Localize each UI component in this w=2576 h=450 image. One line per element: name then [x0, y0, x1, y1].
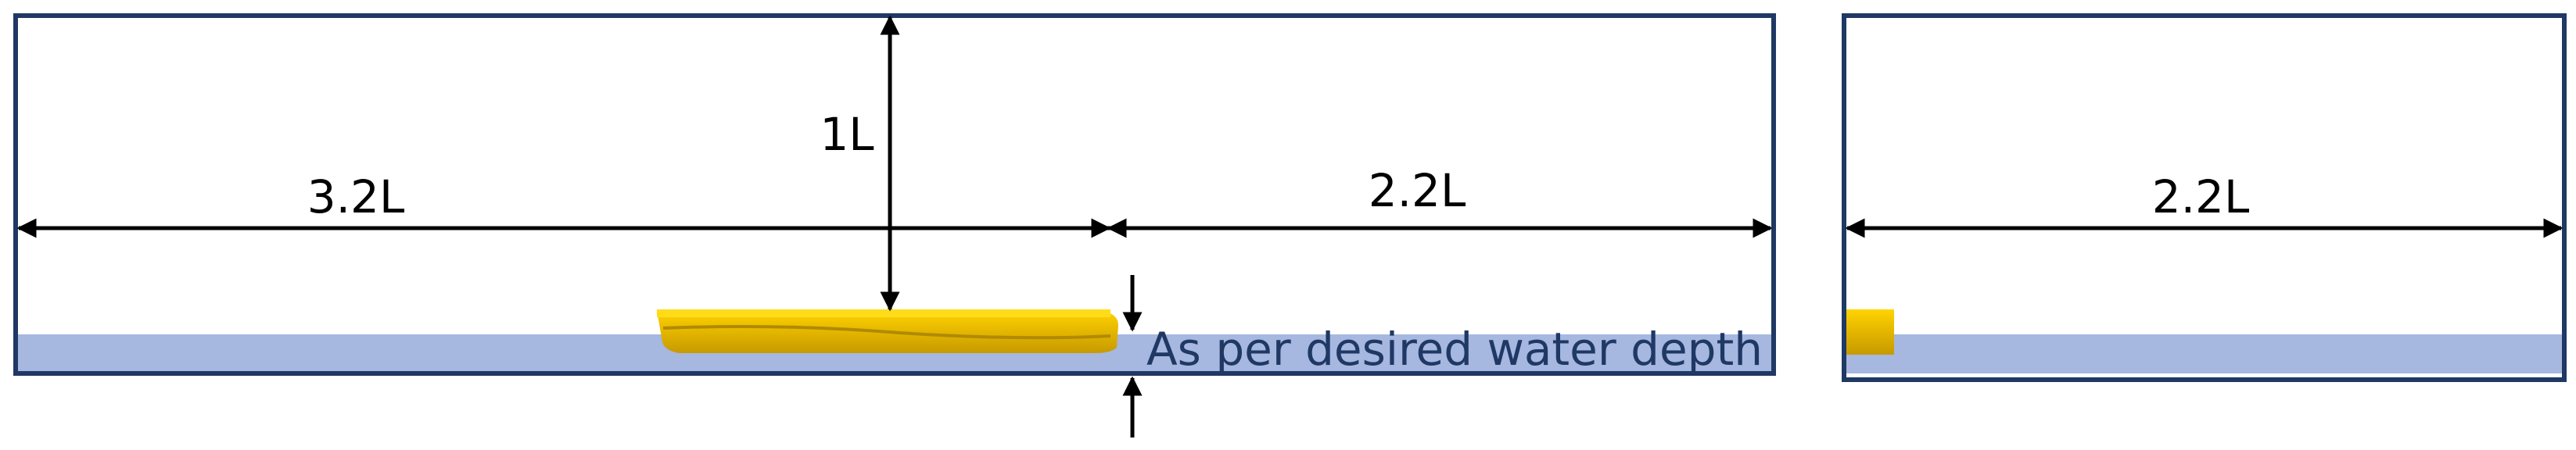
water-depth-note: As per desired water depth: [1146, 323, 1763, 376]
right-domain: 2.2L: [1842, 13, 2567, 382]
water-band-right: [1844, 334, 2567, 373]
left-domain: 3.2L 2.2L 1L As per desired water depth: [13, 13, 1776, 438]
right-width-label: 2.2L: [2152, 170, 2250, 223]
downstream-length-label: 2.2L: [1369, 164, 1466, 217]
height-label: 1L: [820, 108, 874, 161]
right-domain-frame: [1842, 13, 2567, 382]
ship-hull: [657, 309, 1118, 353]
hull-section-right: [1846, 309, 1894, 355]
upstream-length-label: 3.2L: [307, 170, 405, 223]
